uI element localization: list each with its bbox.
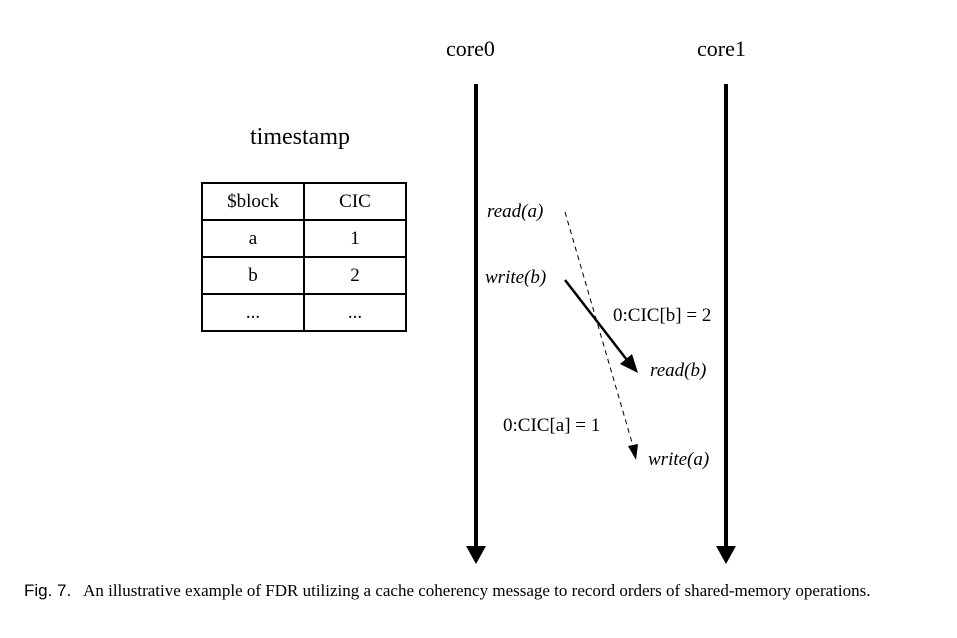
table-row: ... ...: [201, 293, 407, 332]
cell-block: a: [201, 219, 305, 258]
cic-b-annotation: 0:CIC[b] = 2: [613, 305, 712, 326]
timestamp-title: timestamp: [250, 124, 350, 150]
core0-write-label: write(b): [485, 267, 547, 288]
caption-text: An illustrative example of FDR utilizing…: [83, 581, 871, 600]
core1-read-label: read(b): [650, 360, 707, 381]
cell-block: ...: [201, 293, 305, 332]
table-row: a 1: [201, 219, 407, 258]
core1-label: core1: [697, 36, 746, 61]
cell-cic: 2: [303, 256, 407, 295]
core0-timeline: [466, 84, 486, 564]
read-a-message-arrow: [564, 211, 638, 460]
cic-a-annotation: 0:CIC[a] = 1: [503, 415, 601, 436]
core0-label: core0: [446, 36, 495, 61]
figure-number: Fig. 7.: [24, 581, 72, 600]
cell-block: b: [201, 256, 305, 295]
core0-read-label: read(a): [487, 201, 544, 222]
figure-caption: Fig. 7. An illustrative example of FDR u…: [24, 580, 930, 601]
table-row: b 2: [201, 256, 407, 295]
table-header-row: $block CIC: [201, 182, 407, 221]
cell-cic: 1: [303, 219, 407, 258]
cell-cic: ...: [303, 293, 407, 332]
timestamp-table: $block CIC a 1 b 2 ... ...: [201, 182, 407, 332]
header-cic: CIC: [303, 182, 407, 221]
core1-timeline: [716, 84, 736, 564]
core1-write-label: write(a): [648, 449, 710, 470]
header-block: $block: [201, 182, 305, 221]
